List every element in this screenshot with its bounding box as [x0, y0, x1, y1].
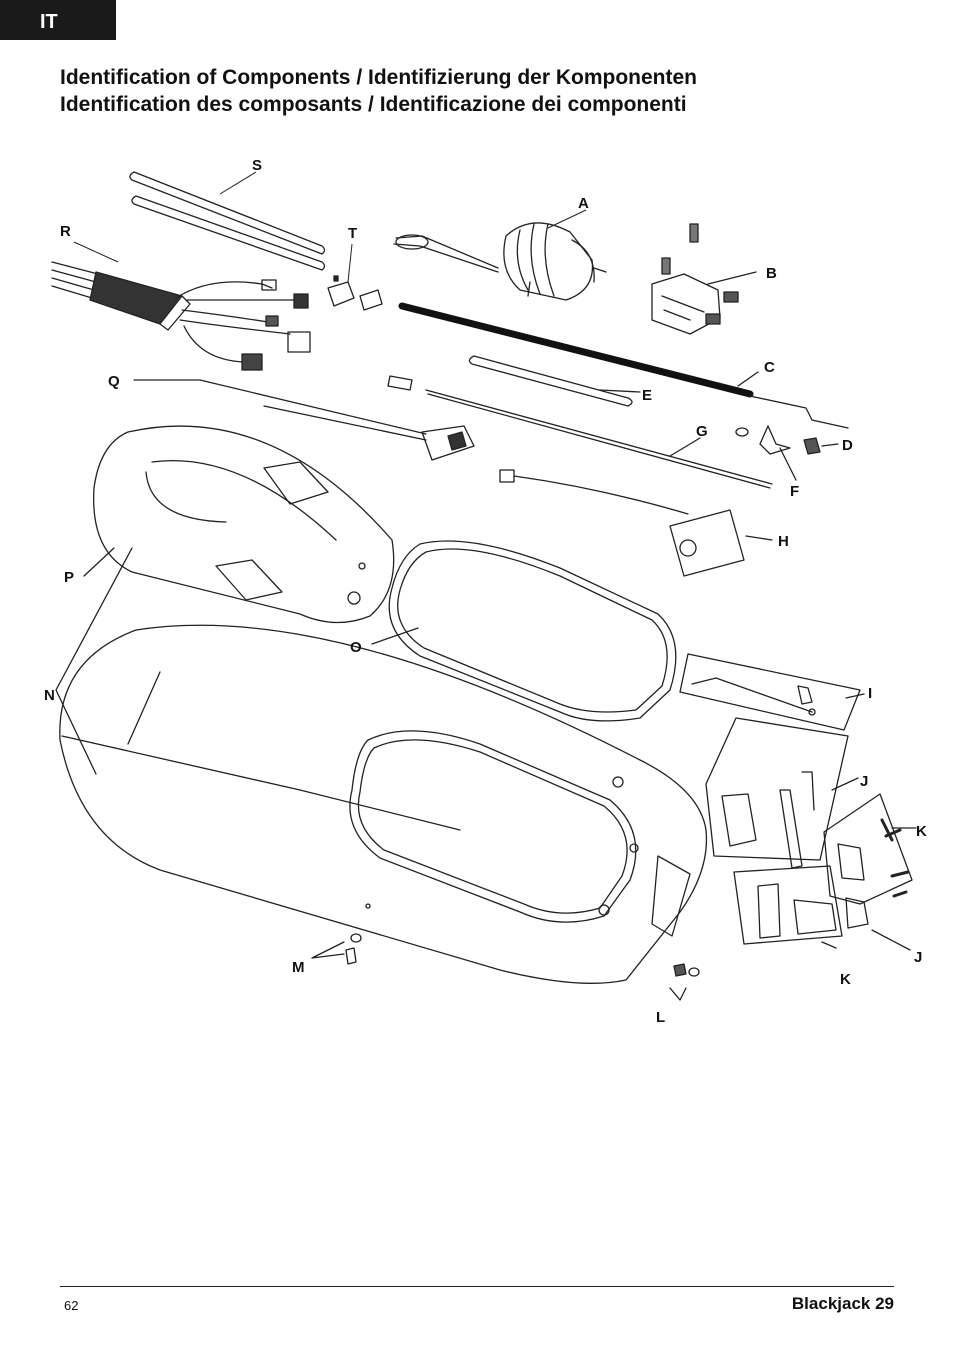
part-n-hull	[55, 547, 708, 984]
part-a-motor	[393, 222, 607, 301]
callout-g: G	[696, 423, 708, 440]
callout-s: S	[252, 157, 262, 174]
language-tab: IT	[0, 0, 116, 40]
callout-j-lower: J	[914, 949, 922, 966]
product-name: Blackjack 29	[791, 1294, 894, 1313]
part-i-rudder-linkage	[679, 653, 865, 731]
part-g-rod	[425, 389, 773, 489]
callout-o: O	[350, 639, 362, 656]
part-q-receiver	[133, 379, 475, 461]
callout-n: N	[44, 687, 55, 704]
part-c-drive-shaft	[398, 302, 849, 429]
part-l-m-fasteners	[311, 933, 700, 1001]
callout-r: R	[60, 223, 71, 240]
callout-t: T	[348, 225, 357, 242]
callout-b: B	[766, 265, 777, 282]
callout-q: Q	[108, 373, 120, 390]
part-t-fitting	[327, 275, 383, 311]
callout-k-upper: K	[916, 823, 927, 840]
callout-i: I	[868, 685, 872, 702]
part-e-tube	[387, 355, 641, 407]
leader-lines	[73, 171, 587, 283]
page-title: Identification of Components / Identifiz…	[60, 64, 697, 118]
part-h-servo	[499, 469, 773, 577]
part-o-frame	[371, 540, 677, 722]
callout-l: L	[656, 1009, 665, 1026]
callout-c: C	[764, 359, 775, 376]
part-j-k-brackets	[705, 717, 917, 951]
callout-a: A	[578, 195, 589, 212]
callout-e: E	[642, 387, 652, 404]
part-d-f-propeller-nut	[735, 425, 839, 481]
footer-rule	[60, 1286, 894, 1287]
callout-p: P	[64, 569, 74, 586]
part-s-tubes	[129, 171, 326, 271]
page-number: 62	[64, 1298, 79, 1313]
part-r-speed-controller	[51, 261, 311, 371]
title-line-2: Identification des composants / Identifi…	[60, 93, 687, 116]
callout-k-lower: K	[840, 971, 851, 988]
callout-d: D	[842, 437, 853, 454]
callout-f: F	[790, 483, 799, 500]
callout-j-upper: J	[860, 773, 868, 790]
callout-h: H	[778, 533, 789, 550]
part-p-hatch	[83, 425, 395, 624]
title-line-1: Identification of Components / Identifiz…	[60, 66, 697, 89]
callout-m: M	[292, 959, 305, 976]
callout-labels: A B C D E F G H I J K J K L M N O P Q R …	[44, 157, 927, 1026]
part-b-motor-mount	[651, 223, 757, 335]
